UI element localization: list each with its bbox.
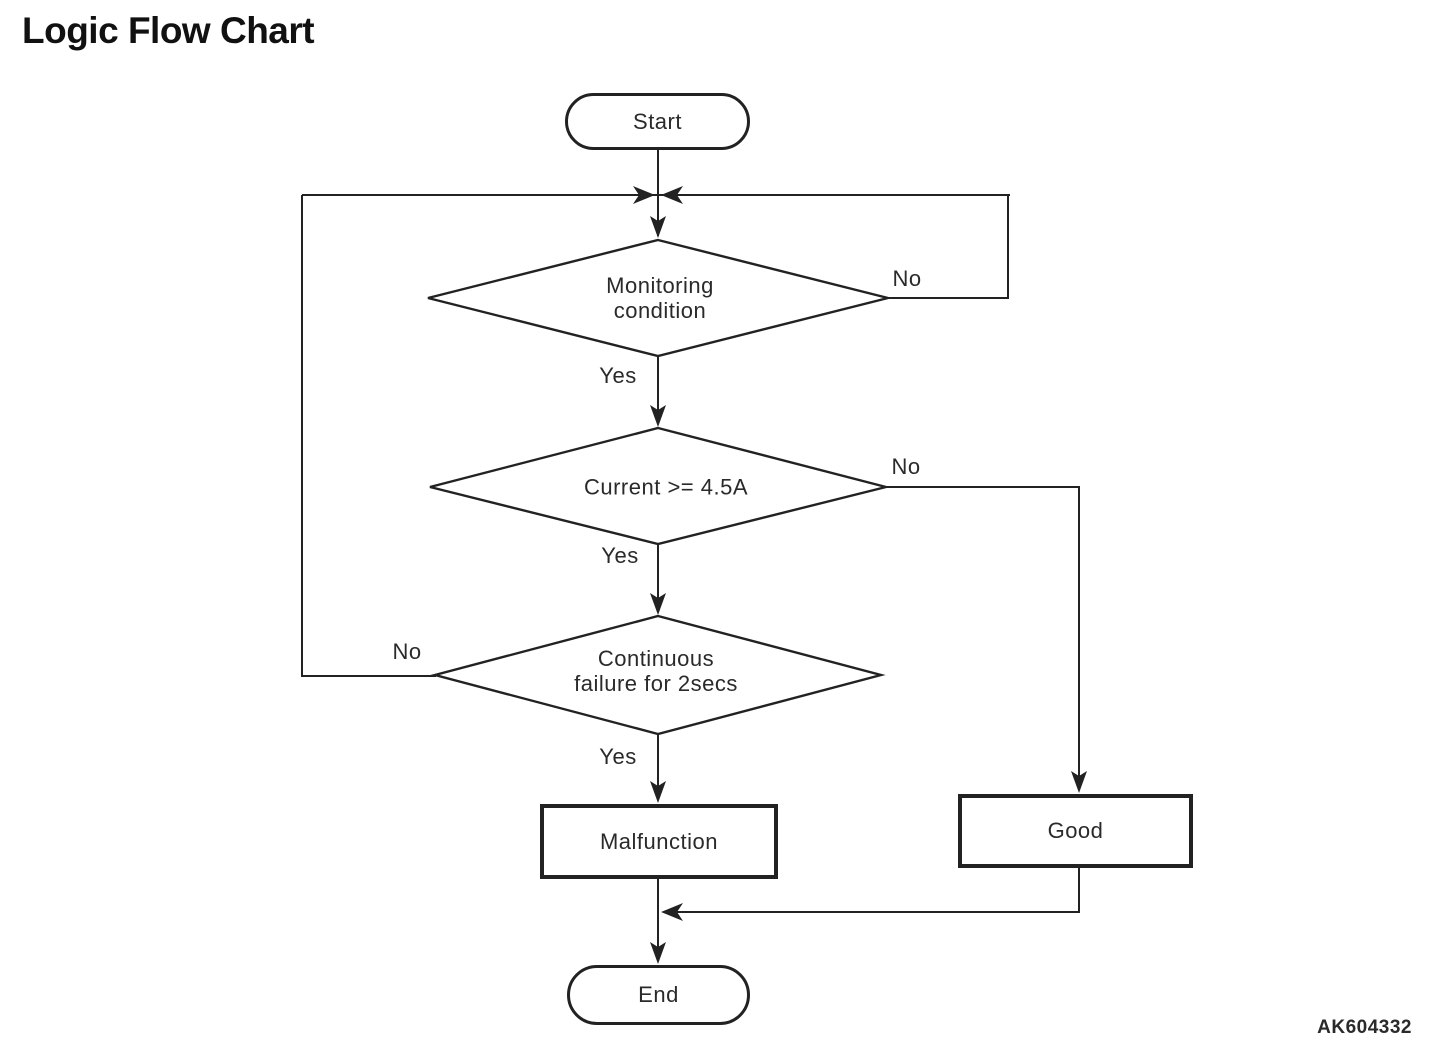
page-title: Logic Flow Chart <box>22 10 315 51</box>
arrow-into-current <box>650 405 666 427</box>
arrow-into-monitoring <box>650 216 666 238</box>
arrow-good-into-junction <box>661 903 683 921</box>
good-node-label: Good <box>1047 818 1104 843</box>
edge-left-loop <box>301 195 436 677</box>
arrow-into-malfunction <box>650 781 666 803</box>
arrow-into-end <box>650 942 666 964</box>
monitoring-label-line1: Monitoring <box>606 273 714 298</box>
decision-continuous-failure-label: Continuous failure for 2secs <box>574 646 738 696</box>
edge-current-no <box>884 486 1080 790</box>
monitoring-label-line2: condition <box>613 298 707 323</box>
malfunction-node-label: Malfunction <box>599 828 718 854</box>
good-node: Good <box>958 794 1193 868</box>
decision-continuous-failure-shape <box>430 614 886 736</box>
arrow-into-good <box>1071 771 1087 793</box>
start-node: Start <box>565 93 750 150</box>
edge-label-continuous-yes: Yes <box>599 744 637 769</box>
arrowheads <box>633 186 1087 964</box>
figure-code: AK604332 <box>1317 1017 1412 1038</box>
end-node-label: End <box>638 982 679 1007</box>
decision-current-shape <box>429 426 887 546</box>
edge-label-current-yes: Yes <box>601 543 639 568</box>
end-node: End <box>567 965 750 1025</box>
malfunction-node: Malfunction <box>540 804 778 879</box>
continuous-label-line2: failure for 2secs <box>574 671 738 696</box>
edge-label-monitoring-yes: Yes <box>599 363 637 388</box>
continuous-label-line1: Continuous <box>597 646 715 671</box>
arrow-right-loop-into-junction <box>661 186 683 204</box>
edge-monitoring-no <box>886 196 1009 299</box>
decision-monitoring-condition-label: Monitoring condition <box>606 273 714 323</box>
arrow-into-continuous <box>650 593 666 615</box>
edge-good-to-junction <box>666 868 1080 913</box>
decision-current-label: Current >= 4.5A <box>583 474 749 500</box>
edge-label-current-no: No <box>891 454 921 479</box>
edge-label-monitoring-no: No <box>892 266 922 291</box>
arrow-left-loop-into-junction <box>633 186 655 204</box>
decision-monitoring-condition-shape <box>427 238 889 358</box>
edge-label-continuous-no: No <box>392 639 422 664</box>
start-node-label: Start <box>633 108 682 134</box>
